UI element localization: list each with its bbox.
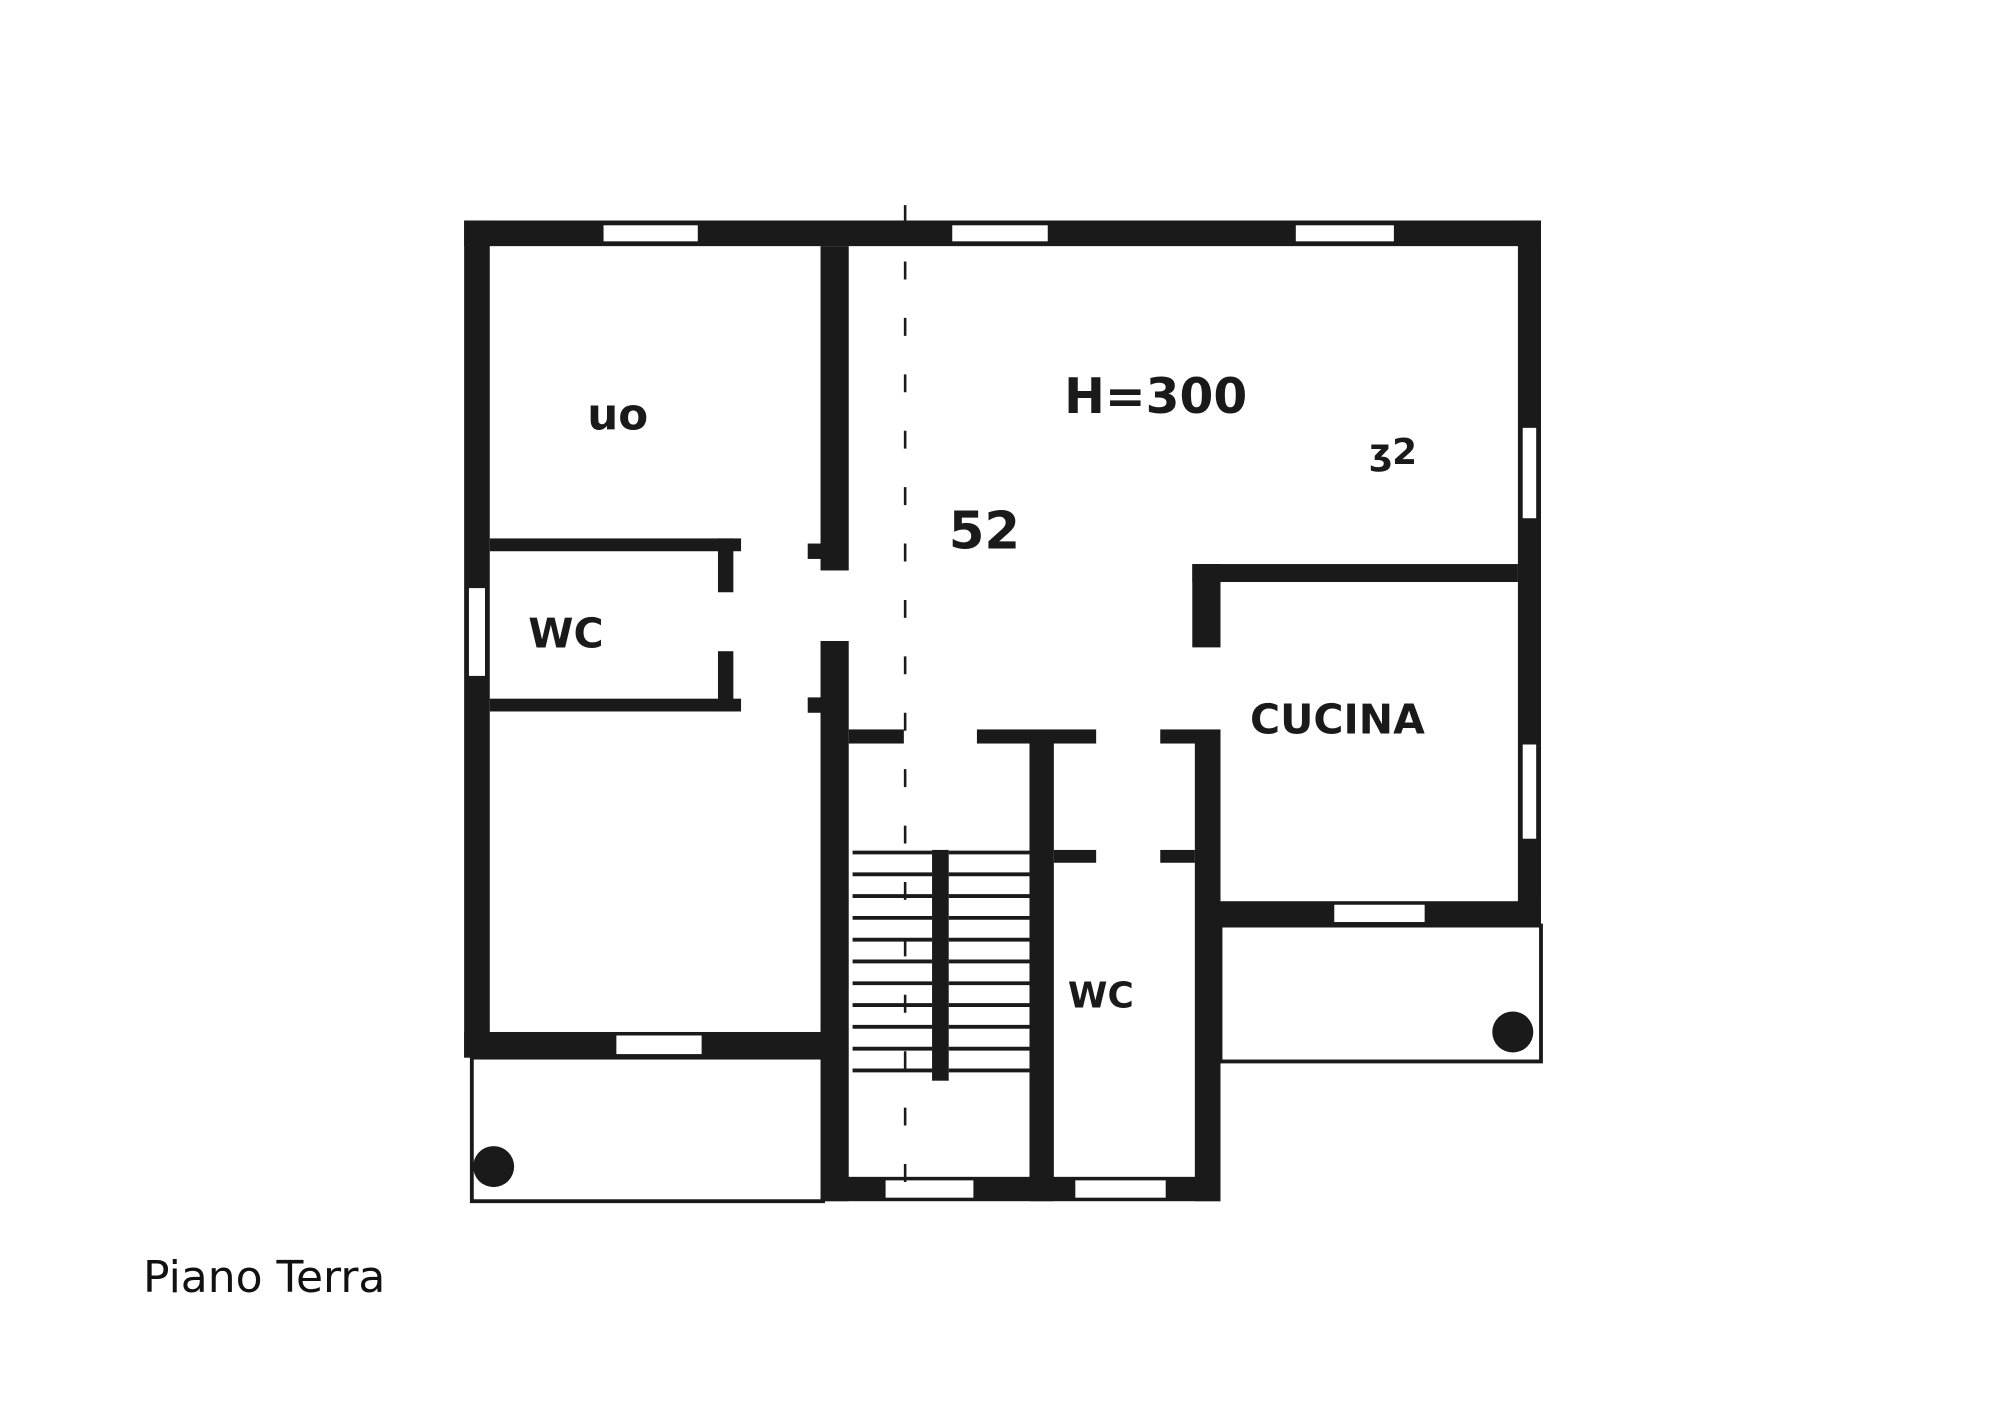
wall-wc-door-stub-2 xyxy=(717,651,734,712)
label-dimension: 52 xyxy=(949,502,1020,562)
stair-divider xyxy=(932,849,949,1081)
wall-corridor-stub-1 xyxy=(807,543,824,559)
wall-uo-bottom xyxy=(489,538,742,552)
wall-corridor-left-upper xyxy=(820,246,849,571)
wall-corridor-stub-2 xyxy=(807,697,824,713)
window-kitchen xyxy=(1332,902,1427,924)
windows xyxy=(467,223,1539,1200)
wall-center xyxy=(1029,730,1054,1202)
window-top-3 xyxy=(1293,223,1396,244)
label-height: H=300 xyxy=(1064,369,1247,425)
wall-wc-bottom xyxy=(489,698,742,712)
balconies xyxy=(469,923,1543,1204)
window-top-1 xyxy=(601,223,700,244)
label-uo: uo xyxy=(587,390,648,440)
label-kitchen: CUCINA xyxy=(1250,695,1425,743)
window-right-1 xyxy=(1520,425,1539,521)
window-bottom-1 xyxy=(883,1178,976,1200)
wall-hall-stub-3 xyxy=(1160,729,1221,744)
balcony-right xyxy=(1218,923,1543,1064)
wall-corridor-left-lower xyxy=(820,640,849,1202)
wall-wc-stub-1 xyxy=(1053,849,1097,863)
wall-kitchen-top xyxy=(1192,564,1518,583)
stairs xyxy=(852,850,1030,1073)
label-dimension-right: ʒ2 xyxy=(1369,432,1417,473)
floor-caption: Piano Terra xyxy=(143,1252,386,1303)
window-right-2 xyxy=(1520,742,1539,841)
window-bottom-2 xyxy=(1073,1178,1168,1200)
label-wc-left: WC xyxy=(528,609,603,657)
drain-right xyxy=(1492,1011,1534,1053)
window-bedroom xyxy=(614,1033,704,1057)
room-labels: uo H=300 52 ʒ2 WC CUCINA WC xyxy=(528,369,1425,1017)
drain-left xyxy=(473,1146,515,1188)
window-top-2 xyxy=(950,223,1050,244)
wall-wc-door-stub-1 xyxy=(717,538,734,593)
window-left xyxy=(467,586,487,678)
wall-kitchen-left xyxy=(1194,730,1221,1202)
wall-wc-stub-2 xyxy=(1160,849,1195,863)
balcony-left xyxy=(469,1055,826,1204)
wall-hall-stub-1 xyxy=(848,729,904,744)
label-wc-center: WC xyxy=(1068,976,1134,1017)
wall-kitchen-stub xyxy=(1192,564,1221,648)
